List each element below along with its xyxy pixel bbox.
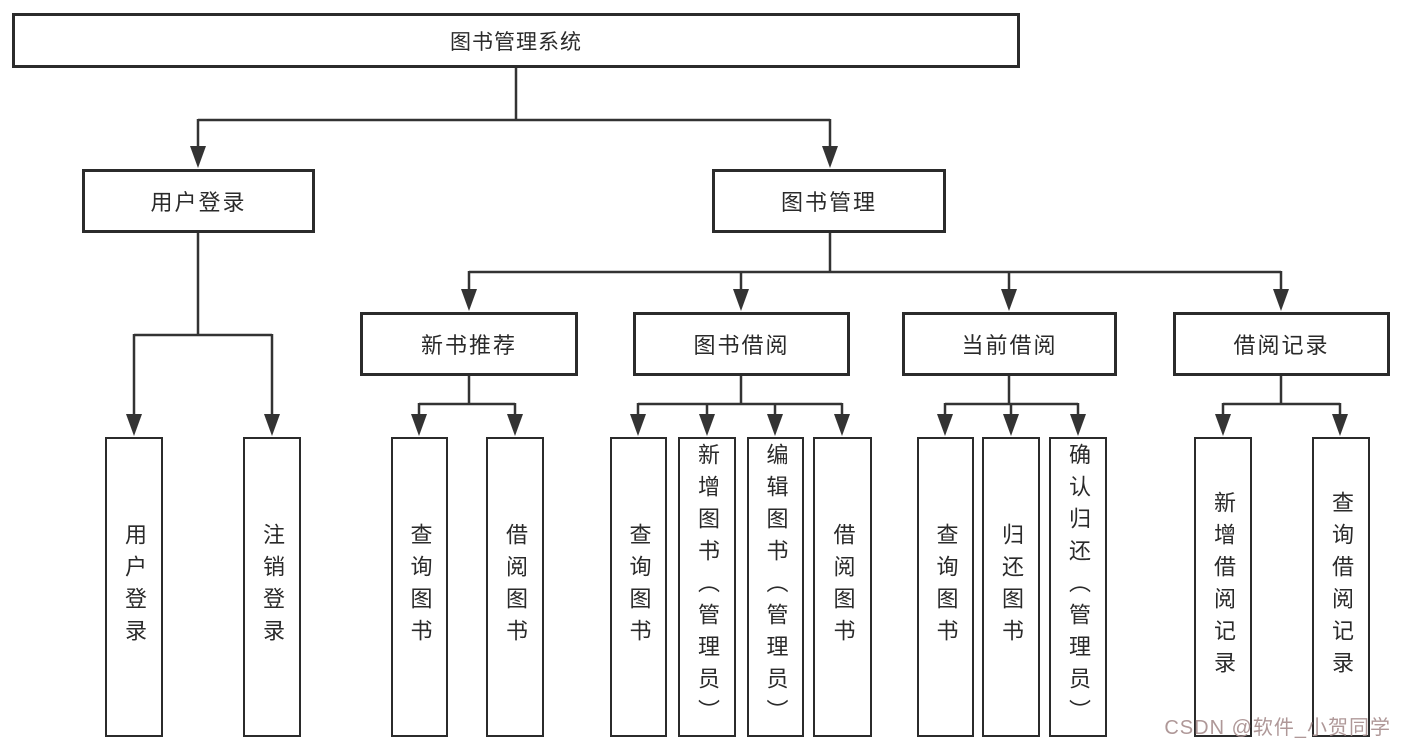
- leaf-query-books-current-label: 查询图书: [933, 523, 959, 651]
- leaf-return-books-label: 归还图书: [999, 523, 1024, 651]
- leaf-query-borrow-record: 查询借阅记录: [1312, 437, 1370, 737]
- node-borrow-records-label: 借阅记录: [1233, 333, 1330, 358]
- node-current-borrowing: 当前借阅: [902, 312, 1117, 376]
- leaf-confirm-return-admin: 确认归还（管理员）: [1049, 437, 1107, 737]
- leaf-add-books-admin: 新增图书（管理员）: [678, 437, 736, 737]
- leaf-query-books-current: 查询图书: [917, 437, 974, 737]
- node-root: 图书管理系统: [12, 13, 1020, 68]
- node-borrow-records: 借阅记录: [1173, 312, 1390, 376]
- leaf-add-borrow-record: 新增借阅记录: [1194, 437, 1252, 737]
- leaf-return-books: 归还图书: [982, 437, 1040, 737]
- leaf-query-books-borrow-label: 查询图书: [626, 523, 652, 651]
- leaf-user-login: 用户登录: [105, 437, 163, 737]
- node-root-label: 图书管理系统: [450, 30, 582, 54]
- leaf-logout: 注销登录: [243, 437, 301, 737]
- leaf-edit-books-admin-label: 编辑图书（管理员）: [763, 443, 789, 731]
- leaf-borrow-books-borrow: 借阅图书: [813, 437, 872, 737]
- leaf-query-borrow-record-label: 查询借阅记录: [1329, 491, 1354, 683]
- leaf-edit-books-admin: 编辑图书（管理员）: [747, 437, 804, 737]
- node-book-borrowing: 图书借阅: [633, 312, 850, 376]
- node-new-book-recommend: 新书推荐: [360, 312, 578, 376]
- leaf-borrow-books-newbook: 借阅图书: [486, 437, 544, 737]
- leaf-confirm-return-admin-label: 确认归还（管理员）: [1066, 443, 1091, 731]
- node-book-management-label: 图书管理: [780, 190, 877, 215]
- leaf-add-books-admin-label: 新增图书（管理员）: [695, 443, 720, 731]
- node-user-login: 用户登录: [82, 169, 315, 233]
- leaf-borrow-books-borrow-label: 借阅图书: [830, 523, 856, 651]
- node-new-book-recommend-label: 新书推荐: [420, 333, 517, 358]
- leaf-query-books-borrow: 查询图书: [610, 437, 667, 737]
- leaf-query-books-newbook-label: 查询图书: [407, 523, 433, 651]
- leaf-logout-label: 注销登录: [260, 523, 285, 651]
- node-user-login-label: 用户登录: [150, 190, 247, 215]
- leaf-query-books-newbook: 查询图书: [391, 437, 448, 737]
- node-book-management: 图书管理: [712, 169, 946, 233]
- node-current-borrowing-label: 当前借阅: [961, 333, 1058, 358]
- node-book-borrowing-label: 图书借阅: [693, 333, 790, 358]
- leaf-add-borrow-record-label: 新增借阅记录: [1211, 491, 1236, 683]
- leaf-borrow-books-newbook-label: 借阅图书: [503, 523, 528, 651]
- leaf-user-login-label: 用户登录: [122, 523, 147, 651]
- csdn-watermark: CSDN @软件_小贺同学: [1164, 717, 1391, 739]
